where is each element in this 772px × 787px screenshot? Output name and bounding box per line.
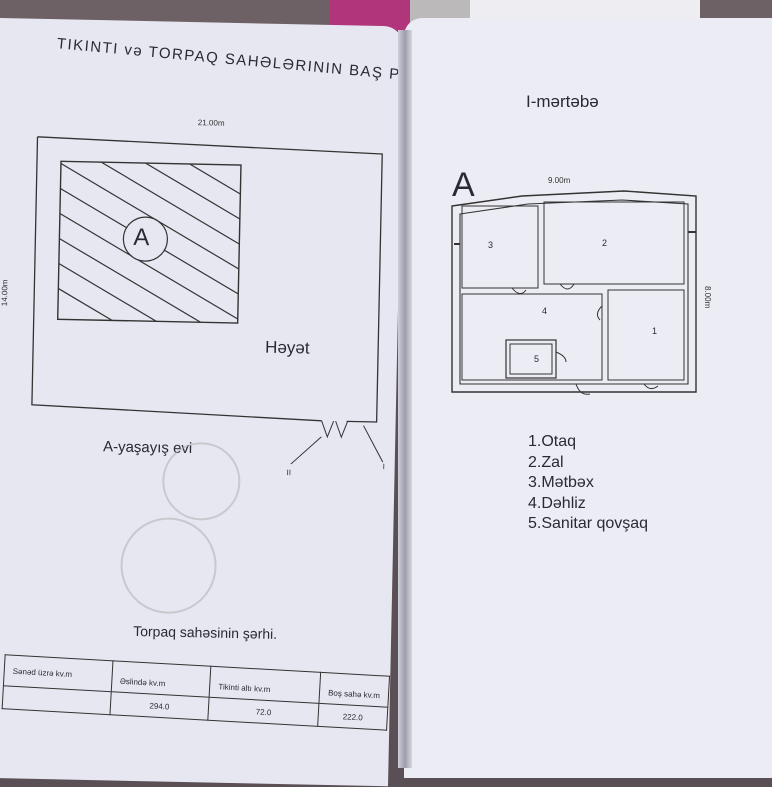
legend-item: 1.Otaq xyxy=(528,433,577,450)
entrance-mark-1: II xyxy=(286,468,292,478)
land-area-table: Sənəd üzrə kv.m Əslində kv.m Tikinti alt… xyxy=(2,654,390,731)
floor-title: I-mərtəbə xyxy=(526,92,599,111)
legend-item: 5.Sanitar qovşaq xyxy=(528,515,649,532)
book-gutter xyxy=(398,30,412,768)
room-number-3: 3 xyxy=(488,240,494,250)
room-number-4: 4 xyxy=(542,306,548,316)
right-page xyxy=(404,18,772,778)
official-stamp-2 xyxy=(119,516,218,615)
legend-item: 3.Mətbəx xyxy=(528,474,594,491)
room-number-1: 1 xyxy=(652,326,658,336)
room-legend: 1.Otaq 2.Zal 3.Mətbəx 4.Dəhliz 5.Sanitar… xyxy=(528,432,648,535)
floor-width-dimension: 9.00m xyxy=(548,176,571,185)
table-cell xyxy=(2,685,111,715)
legend-item: 2.Zal xyxy=(528,453,564,471)
stacked-paper xyxy=(470,0,700,18)
table-header: Boş sahə kv.m xyxy=(319,672,390,708)
table-title: Torpaq sahəsinin şərhi. xyxy=(133,622,278,642)
table-cell: 294.0 xyxy=(109,691,210,721)
table-cell: 72.0 xyxy=(208,697,320,727)
room-number-5: 5 xyxy=(534,354,540,364)
legend-item: 4.Dəhliz xyxy=(528,494,586,512)
official-stamp xyxy=(161,441,242,522)
entrance-mark-2: I xyxy=(382,462,386,472)
floor-plan-drawing xyxy=(451,190,697,395)
site-plan-drawing xyxy=(31,136,384,465)
table-cell: 222.0 xyxy=(317,703,388,731)
floor-building-mark: A xyxy=(452,166,475,204)
left-page: TIKINTI və TORPAQ SAHƏLƏRININ BAŞ PLANI … xyxy=(0,18,441,787)
room-number-2: 2 xyxy=(602,238,608,248)
